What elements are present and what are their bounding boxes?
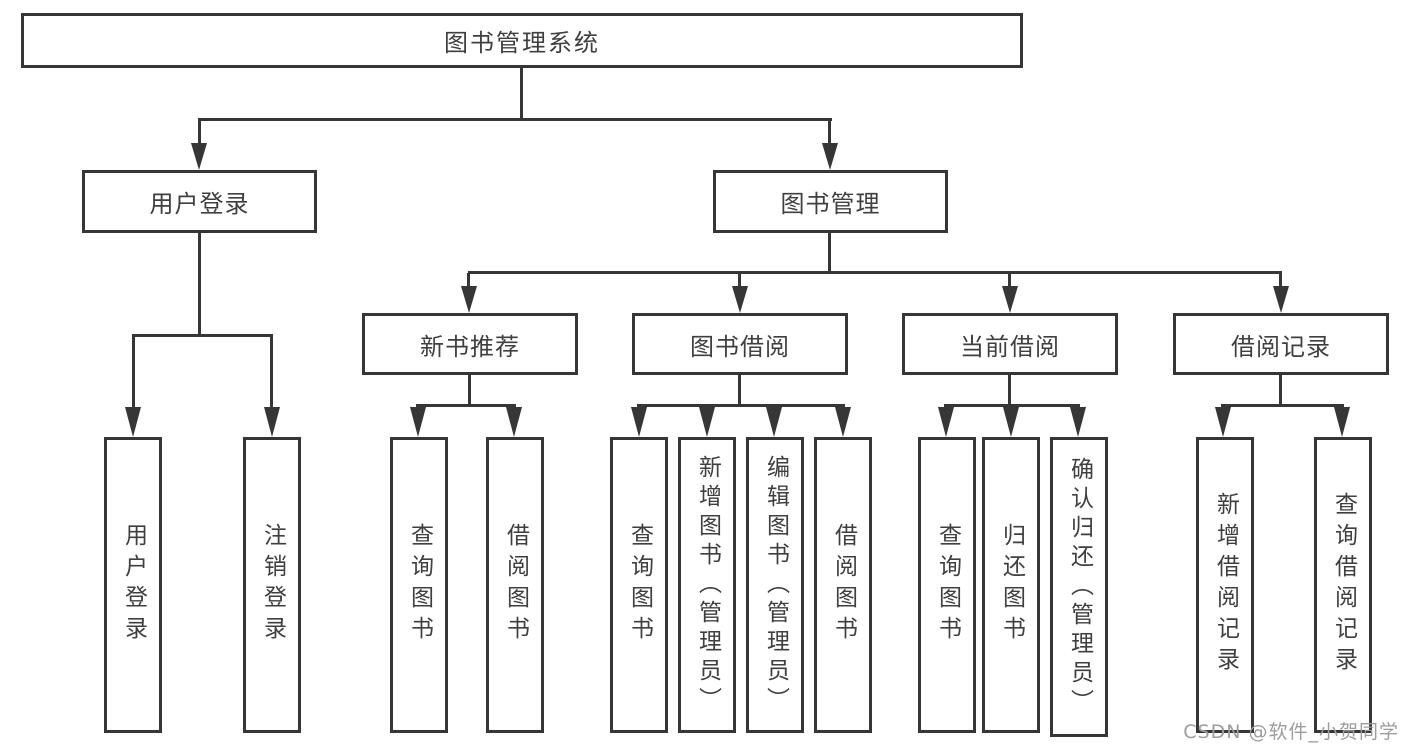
node-book-management: 图书管理: [713, 170, 948, 233]
node-library-management-system: 图书管理系统: [21, 13, 1023, 68]
node-label: 编辑图书（管理员）: [762, 454, 789, 716]
node-new-book-recommend: 新书推荐: [362, 313, 578, 375]
node-return-books: 归还图书: [982, 437, 1040, 733]
arrow-down-icon: [1215, 407, 1231, 437]
node-edit-books-admin: 编辑图书（管理员）: [746, 437, 804, 733]
connector-line: [132, 334, 273, 337]
node-label: 当前借阅: [960, 332, 1060, 361]
arrow-down-icon: [1273, 286, 1289, 313]
node-query-books-borrowing: 查询图书: [610, 437, 668, 733]
node-borrow-books-borrowing: 借阅图书: [814, 437, 872, 733]
node-book-borrowing: 图书借阅: [632, 313, 848, 375]
arrow-down-icon: [1334, 407, 1350, 437]
arrow-down-icon: [1003, 407, 1019, 437]
arrow-down-icon: [410, 407, 426, 437]
node-current-borrowing: 当前借阅: [902, 313, 1118, 375]
node-label: 图书借阅: [690, 332, 790, 361]
connector-line: [132, 336, 135, 411]
node-borrow-books-recommend: 借阅图书: [486, 437, 544, 733]
node-confirm-return-admin: 确认归还（管理员）: [1050, 437, 1108, 737]
node-query-books-recommend: 查询图书: [390, 437, 448, 733]
arrow-down-icon: [631, 407, 647, 437]
node-label: 查询图书: [626, 523, 653, 647]
connector-line: [944, 404, 1080, 407]
node-label: 借阅图书: [502, 523, 529, 647]
connector-line: [828, 233, 831, 274]
node-label: 查询借阅记录: [1330, 492, 1357, 678]
arrow-down-icon: [264, 407, 280, 437]
connector-line: [738, 375, 741, 406]
node-label: 图书管理: [780, 190, 881, 218]
node-label: 新增借阅记录: [1212, 492, 1239, 678]
connector-line: [637, 404, 845, 407]
node-label: 归还图书: [998, 523, 1025, 647]
connector-line: [198, 118, 832, 121]
arrow-down-icon: [938, 407, 954, 437]
connector-line: [1008, 375, 1011, 406]
connector-line: [1008, 273, 1011, 287]
node-query-books-current: 查询图书: [918, 437, 976, 733]
connector-line: [828, 120, 831, 145]
arrow-down-icon: [732, 286, 748, 313]
node-label: 新增图书（管理员）: [694, 454, 721, 716]
connector-line: [1279, 375, 1282, 406]
connector-line: [1221, 404, 1344, 407]
node-user-login: 用户登录: [82, 170, 317, 233]
arrow-down-icon: [1002, 286, 1018, 313]
connector-line: [416, 404, 516, 407]
arrow-down-icon: [835, 407, 851, 437]
node-label: 借阅图书: [830, 523, 857, 647]
arrow-down-icon: [699, 407, 715, 437]
node-borrowing-records: 借阅记录: [1173, 313, 1389, 375]
node-add-borrow-record: 新增借阅记录: [1196, 437, 1254, 733]
node-query-borrow-record: 查询借阅记录: [1314, 437, 1372, 733]
node-logout: 注销登录: [243, 437, 301, 733]
arrow-down-icon: [461, 286, 477, 313]
connector-line: [270, 336, 273, 411]
connector-line: [198, 233, 201, 337]
connector-line: [468, 375, 471, 406]
arrow-down-icon: [766, 407, 782, 437]
csdn-watermark: CSDN @软件_小贺同学: [1183, 721, 1399, 743]
connector-line: [468, 271, 1282, 274]
connector-line: [1279, 273, 1282, 287]
node-label: 新书推荐: [420, 332, 520, 361]
arrow-down-icon: [822, 143, 838, 170]
node-user-login-action: 用户登录: [104, 437, 162, 733]
arrow-down-icon: [506, 407, 522, 437]
arrow-down-icon: [125, 407, 141, 437]
connector-line: [198, 120, 201, 145]
node-label: 确认归还（管理员）: [1066, 456, 1093, 718]
connector-line: [520, 68, 523, 120]
arrow-down-icon: [191, 143, 207, 170]
node-label: 用户登录: [120, 523, 147, 647]
connector-line: [738, 273, 741, 287]
node-label: 注销登录: [259, 523, 286, 647]
node-label: 借阅记录: [1231, 332, 1331, 361]
node-add-books-admin: 新增图书（管理员）: [678, 437, 736, 733]
node-label: 图书管理系统: [444, 29, 600, 57]
arrow-down-icon: [1070, 407, 1086, 437]
node-label: 用户登录: [149, 190, 250, 218]
node-label: 查询图书: [934, 523, 961, 647]
connector-line: [467, 273, 470, 287]
node-label: 查询图书: [406, 523, 433, 647]
